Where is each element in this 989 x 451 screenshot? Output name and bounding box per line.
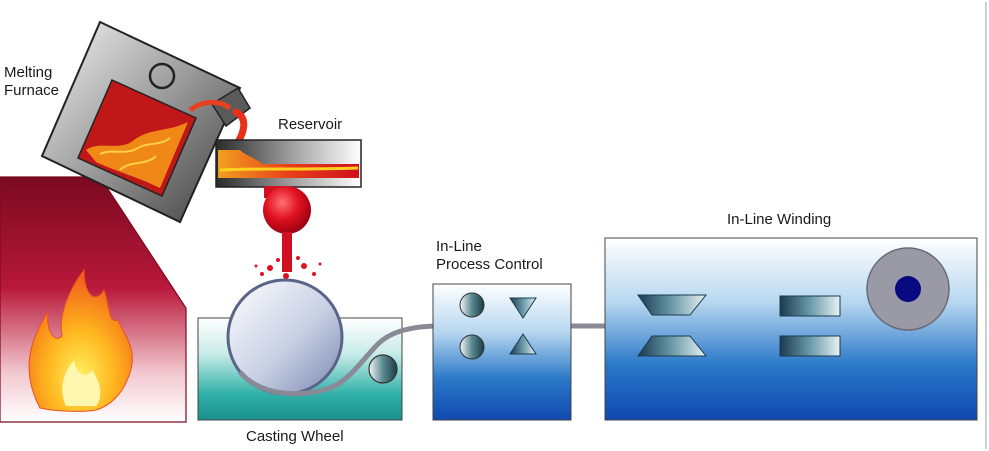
label-inline-process-control-line1: In-Line bbox=[436, 238, 482, 255]
spool-icon bbox=[866, 247, 950, 331]
reservoir-nozzle bbox=[263, 186, 311, 234]
label-casting-wheel: Casting Wheel bbox=[246, 428, 344, 445]
roller-icon bbox=[368, 354, 398, 384]
splatter bbox=[254, 256, 322, 279]
label-inline-winding: In-Line Winding bbox=[727, 211, 832, 228]
forming-dies bbox=[637, 294, 708, 357]
label-reservoir: Reservoir bbox=[278, 116, 343, 133]
flame-icon bbox=[28, 268, 133, 412]
inline-winding bbox=[604, 237, 978, 421]
label-inline-process-control: In-Line Process Control bbox=[436, 238, 543, 274]
casting-wheel-unit bbox=[197, 278, 403, 421]
pour-stream bbox=[232, 108, 248, 146]
sensor-triangles bbox=[509, 297, 537, 355]
wire-strip bbox=[238, 323, 904, 397]
label-melting-furnace-line2: Furnace bbox=[4, 82, 60, 99]
roller-icon bbox=[459, 292, 485, 360]
melting-furnace bbox=[40, 20, 251, 224]
reservoir bbox=[215, 139, 362, 279]
furnace-porthole bbox=[148, 62, 176, 90]
furnace-housing bbox=[0, 176, 187, 423]
label-melting-furnace: Melting Furnace bbox=[4, 64, 59, 100]
inline-process-control bbox=[432, 283, 572, 421]
label-inline-process-control-line2: Process Control bbox=[436, 256, 543, 273]
label-melting-furnace-line1: Melting bbox=[4, 64, 53, 81]
pinch-blocks bbox=[779, 295, 841, 357]
